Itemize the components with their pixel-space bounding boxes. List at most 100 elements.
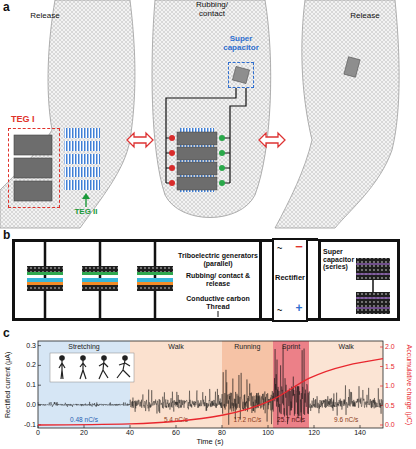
wire bbox=[308, 238, 318, 241]
tick-label: 60 bbox=[166, 429, 186, 437]
axis-title: Time (s) bbox=[180, 438, 240, 446]
tick-label: 20 bbox=[74, 429, 94, 437]
contact-pads-part bbox=[219, 180, 225, 186]
contact-pads-part bbox=[177, 132, 217, 145]
part-name: TEG II bbox=[66, 208, 106, 217]
arm-middle-part bbox=[152, 0, 271, 218]
node-text: − bbox=[293, 240, 305, 254]
teg-two-stripes-part bbox=[64, 141, 100, 151]
tick-label: 0.2 bbox=[14, 361, 36, 369]
arm-right-part bbox=[275, 0, 399, 228]
contact-pads-part bbox=[169, 165, 175, 171]
current-trace bbox=[38, 346, 383, 425]
tick-label: 40 bbox=[120, 429, 140, 437]
capacitor-box: Super capacitor bbox=[228, 62, 254, 88]
contact-pads-part bbox=[222, 88, 246, 183]
node-text: 0.48 nC/s bbox=[38, 416, 130, 423]
arm-right bbox=[275, 0, 399, 228]
teg-two-stripes-part bbox=[82, 193, 90, 199]
node-text: Triboelectric generators (parallel) bbox=[177, 252, 259, 267]
activity-icons-part-part bbox=[80, 360, 86, 379]
tick-label: 0.3 bbox=[14, 342, 36, 350]
activity-band: Walk9.6 nC/s bbox=[309, 341, 383, 428]
capacitor-symbol-part bbox=[356, 264, 390, 274]
teg-two-stripes-part bbox=[64, 167, 100, 177]
tick-label: 0.1 bbox=[14, 381, 36, 389]
arm-right-part bbox=[344, 57, 360, 77]
capacitor-symbol-part bbox=[356, 292, 390, 314]
panel-letter: c bbox=[3, 327, 17, 340]
teg-two-stripes-part bbox=[64, 180, 100, 190]
node-text: Rectifier bbox=[274, 274, 306, 282]
teg-two-stripes-part bbox=[64, 154, 100, 164]
contact-pads-part bbox=[177, 177, 217, 190]
contact-pads-part bbox=[177, 147, 217, 160]
capacitor-symbol bbox=[356, 258, 390, 314]
node-text: ~ bbox=[277, 244, 289, 254]
trace bbox=[38, 346, 383, 425]
contact-pads-part bbox=[219, 150, 225, 156]
tick-label: 0 bbox=[28, 429, 48, 437]
note: Rubbing/ contact & release bbox=[177, 272, 259, 287]
activity-icons-part-part bbox=[117, 360, 130, 378]
axis-title: Accumulative charge (μC) bbox=[405, 335, 413, 435]
arm-left-part bbox=[0, 0, 135, 228]
chart-axes-part bbox=[38, 425, 360, 428]
node-text: Stretching bbox=[38, 343, 130, 351]
circuit-wires-part bbox=[218, 311, 219, 317]
teg-one-pads-part bbox=[14, 158, 52, 178]
tick-label: 120 bbox=[304, 429, 324, 437]
tick-label: 0.0 bbox=[14, 401, 36, 409]
node-text: + bbox=[293, 302, 305, 315]
teg-two-stripes bbox=[64, 128, 100, 207]
double-arrow-part bbox=[259, 133, 285, 147]
state-label: Rubbing/ contact bbox=[188, 1, 236, 19]
activity-icons-part-part bbox=[99, 360, 108, 379]
rectifier-box: ~−Rectifier~+ bbox=[272, 238, 308, 322]
activity-icons-part-part bbox=[123, 356, 127, 360]
teg-unit-part bbox=[27, 266, 63, 291]
note: Conductive carbon Thread bbox=[177, 295, 259, 310]
teg-unit bbox=[27, 266, 173, 291]
axis-title: Rectified current (μA) bbox=[4, 335, 12, 435]
activity-icons-part-part bbox=[81, 356, 85, 360]
chart-axes-part bbox=[38, 346, 41, 425]
node-text: Super capacitor bbox=[217, 35, 265, 53]
contact-pads-part bbox=[169, 150, 175, 156]
circuit-wires-part bbox=[372, 280, 374, 292]
wire bbox=[262, 239, 272, 242]
double-arrow bbox=[127, 133, 285, 147]
node-text: Walk bbox=[130, 343, 222, 351]
teg-unit-part bbox=[82, 266, 118, 291]
circuit-wires bbox=[45, 241, 373, 320]
contact-pads-part bbox=[219, 135, 225, 141]
tick-label: 0.5 bbox=[385, 402, 403, 410]
contact-pads-part bbox=[169, 180, 175, 186]
teg-box: TEG I bbox=[8, 128, 60, 208]
teg-one-pads-part bbox=[14, 135, 52, 155]
node-text: 25.7 nC/s bbox=[273, 416, 310, 423]
panel-letter: b bbox=[3, 229, 17, 242]
arm-middle bbox=[152, 0, 271, 218]
capacitor-loop: Super capacitor (series) bbox=[318, 239, 400, 321]
tick-label: -0.1 bbox=[14, 421, 36, 429]
double-arrow-part bbox=[127, 133, 153, 147]
contact-pads bbox=[166, 66, 250, 192]
node-text: TEG I bbox=[11, 115, 57, 125]
contact-pads-part bbox=[166, 88, 236, 183]
contact-pads-part bbox=[219, 165, 225, 171]
activity-icons-part bbox=[59, 356, 130, 379]
contact-pads-part bbox=[177, 162, 217, 175]
activity-icons-part-part bbox=[60, 356, 64, 360]
panel-letter: a bbox=[3, 1, 17, 14]
tick-label: 1.0 bbox=[385, 382, 403, 390]
node-text: 17.2 nC/s bbox=[222, 416, 273, 423]
arm-left bbox=[0, 0, 135, 228]
teg-two-stripes-part bbox=[64, 128, 100, 138]
activity-band: Running17.2 nC/s bbox=[222, 341, 273, 428]
tick-label: 100 bbox=[258, 429, 278, 437]
node-text: Walk bbox=[309, 343, 383, 351]
